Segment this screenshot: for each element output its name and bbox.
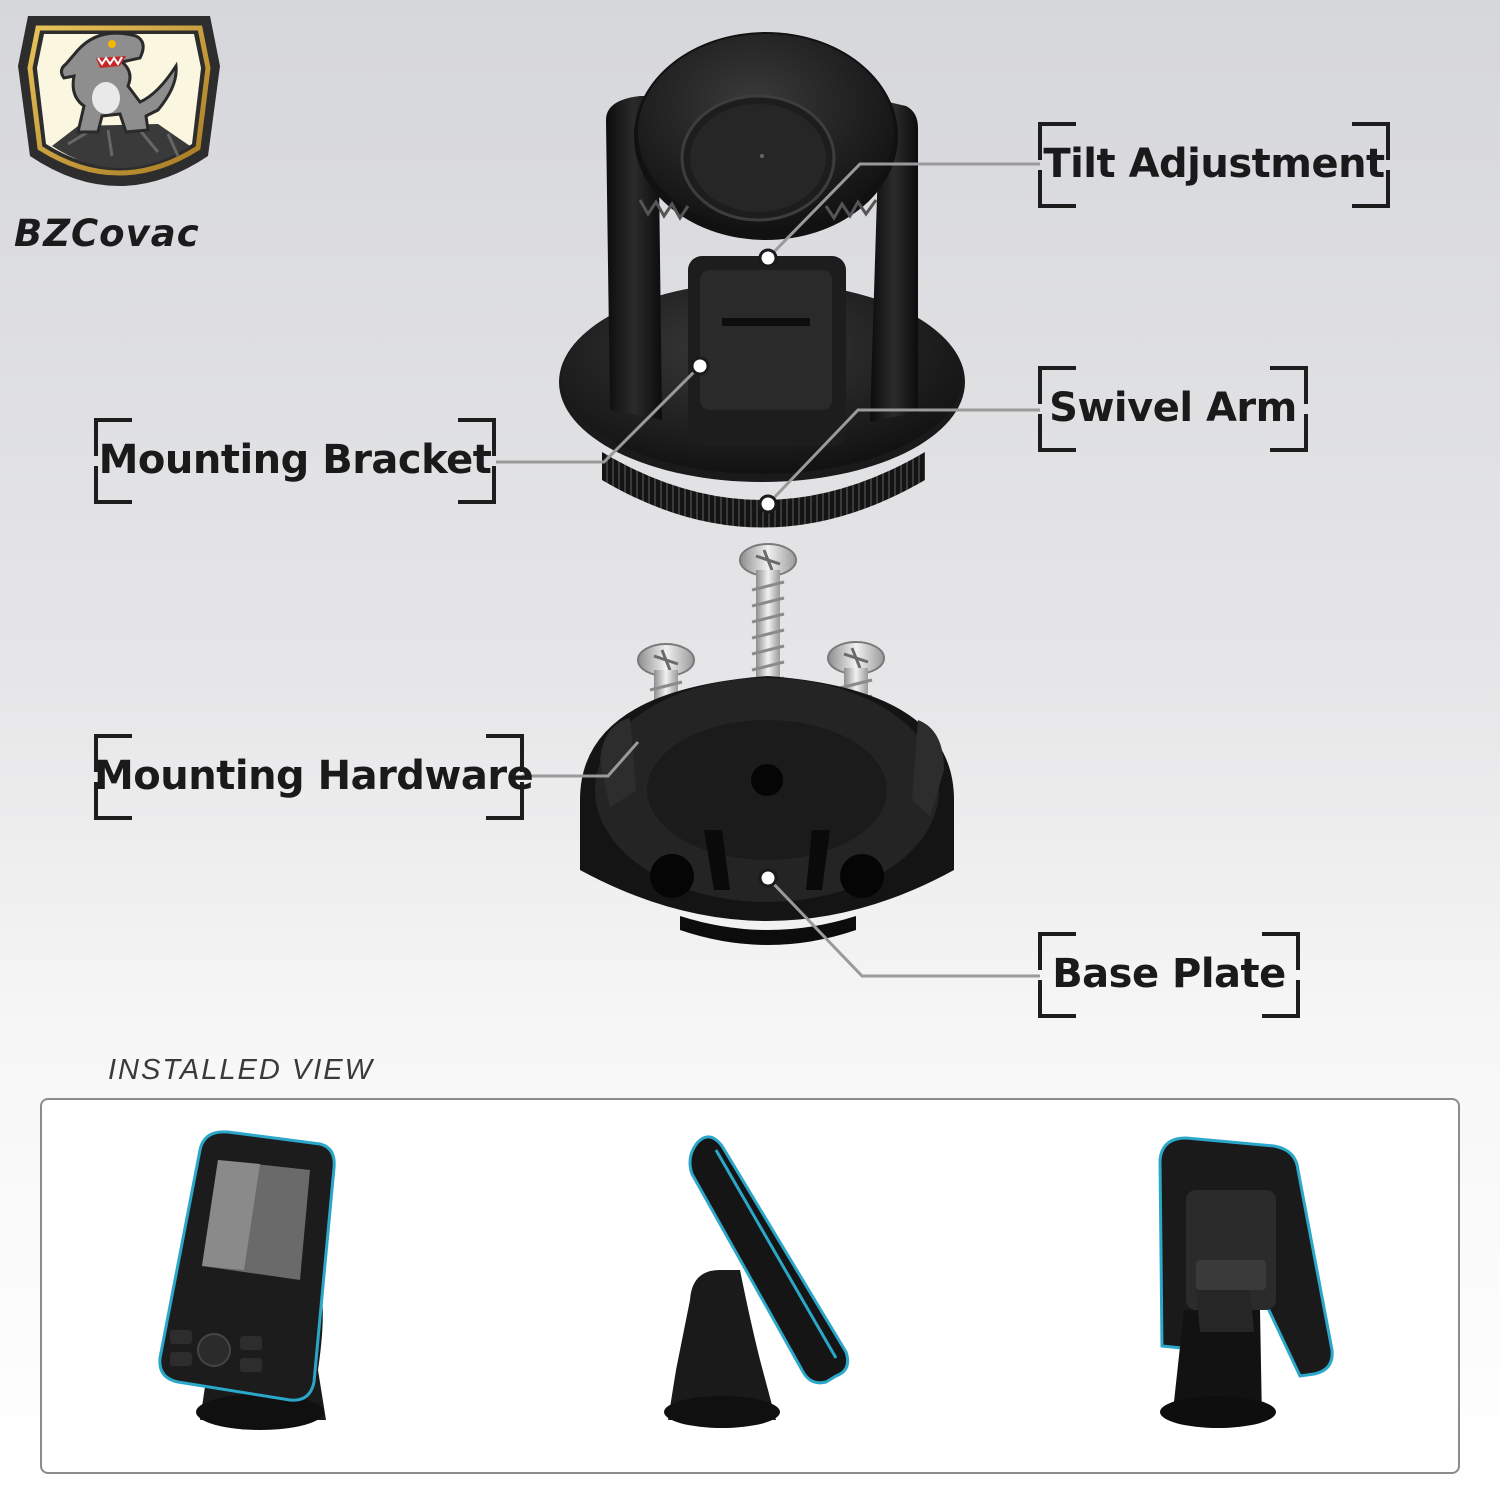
callout-swivel-arm: Swivel Arm (1038, 366, 1308, 452)
callout-tilt-adjustment: Tilt Adjustment (1038, 122, 1390, 208)
callout-label: Mounting Hardware (94, 753, 534, 800)
brand-logo: BZCovac (8, 6, 230, 255)
brand-name: BZCovac (14, 212, 200, 255)
installed-front-view (140, 1120, 500, 1450)
callout-mounting-hardware: Mounting Hardware (94, 734, 534, 820)
callout-label: Tilt Adjustment (1043, 141, 1385, 188)
callout-mounting-bracket: Mounting Bracket (94, 418, 496, 504)
dinosaur-logo-icon (18, 16, 220, 186)
installed-back-view (1100, 1120, 1460, 1450)
mounting-bracket-part (559, 32, 965, 528)
installed-side-view (600, 1120, 960, 1450)
callout-label: Base Plate (1052, 951, 1286, 998)
base-plate-part (580, 676, 954, 945)
callout-label: Mounting Bracket (98, 437, 492, 484)
callout-base-plate: Base Plate (1038, 932, 1300, 1018)
installed-view-title: INSTALLED VIEW (108, 1054, 374, 1086)
callout-label: Swivel Arm (1049, 385, 1297, 432)
